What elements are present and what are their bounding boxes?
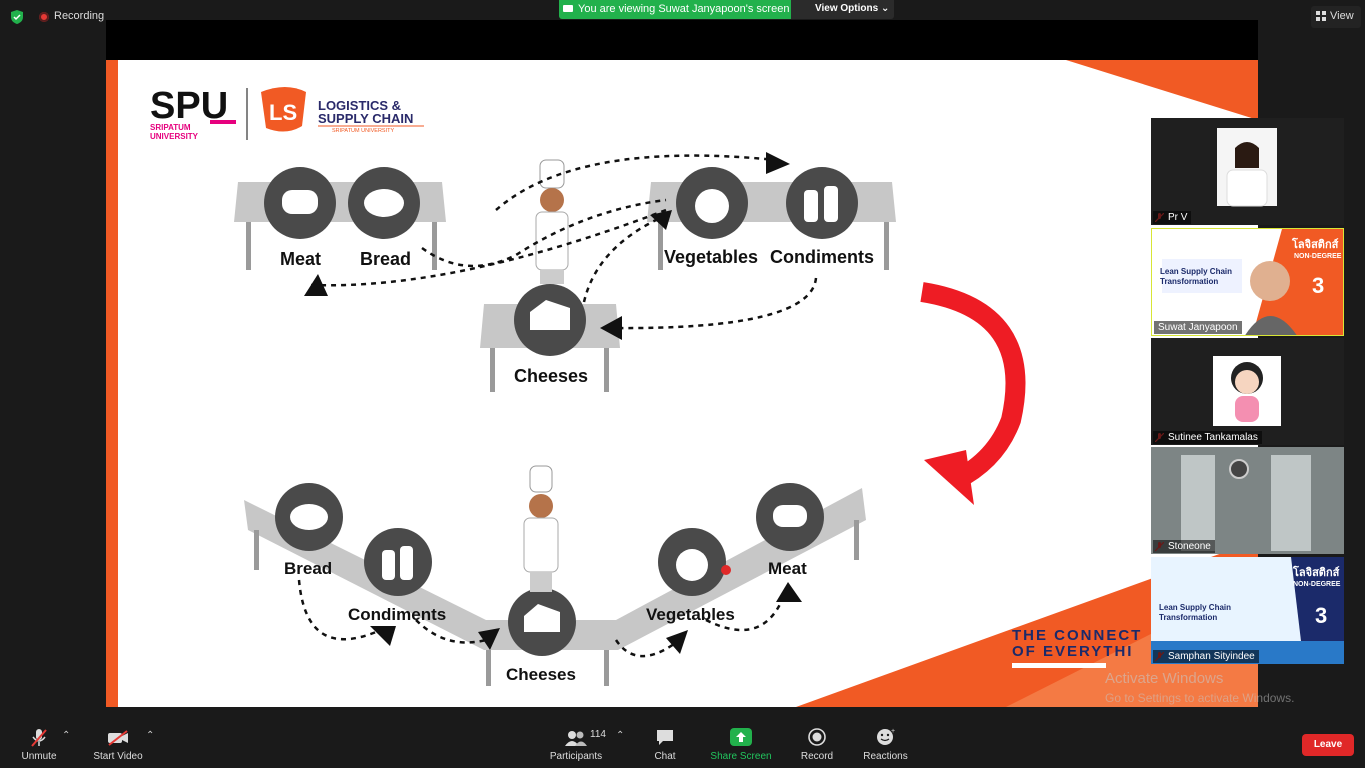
logo-ls-mark xyxy=(261,87,306,132)
activate-windows-subtitle: Go to Settings to activate Windows. xyxy=(1105,691,1295,705)
participant-tile[interactable]: Stoneone xyxy=(1151,447,1344,554)
shared-slide: SPU SRIPATUM UNIVERSITY LS LOGISTICS & S… xyxy=(106,60,1258,707)
participant-avatar-sutinee xyxy=(1151,338,1344,445)
top-label-meat: Meat xyxy=(280,249,321,269)
slide-canvas: SPU SRIPATUM UNIVERSITY LS LOGISTICS & S… xyxy=(106,60,1258,707)
grid-view-icon xyxy=(1316,11,1326,21)
bottom-label-bread: Bread xyxy=(284,559,332,578)
card-title: โลจิสติกส์ xyxy=(1293,567,1340,579)
participant-video-pr-v xyxy=(1151,118,1344,225)
share-screen-icon[interactable] xyxy=(730,728,752,746)
participant-name: Samphan Sityindee xyxy=(1153,650,1259,663)
start-video-button[interactable]: Start Video xyxy=(93,751,143,762)
top-label-bread: Bread xyxy=(360,249,411,269)
top-label-condiments: Condiments xyxy=(770,247,874,267)
card-line1: Lean Supply Chain xyxy=(1159,603,1232,612)
card-subtitle: NON-DEGREE xyxy=(1293,581,1341,588)
record-icon[interactable] xyxy=(808,728,826,746)
participant-tile[interactable]: โลจิสติกส์ NON-DEGREE Lean Supply Chain … xyxy=(1151,557,1344,664)
activate-windows-title: Activate Windows xyxy=(1105,670,1224,687)
card-line1: Lean Supply Chain xyxy=(1160,267,1233,276)
card-number: 3 xyxy=(1315,603,1328,628)
left-edge-accent xyxy=(106,60,118,707)
card-subtitle: NON-DEGREE xyxy=(1294,253,1342,260)
view-label: View xyxy=(1330,10,1354,22)
leave-label: Leave xyxy=(1313,739,1343,750)
record-button[interactable]: Record xyxy=(800,751,834,762)
participant-name: Stoneone xyxy=(1153,540,1215,553)
chat-button[interactable]: Chat xyxy=(654,751,676,762)
card-line2: Transformation xyxy=(1159,613,1218,622)
red-curve-arrow xyxy=(920,282,1026,489)
meeting-toolbar xyxy=(0,722,1365,768)
chat-icon[interactable] xyxy=(656,729,674,746)
chef-top-figure xyxy=(535,159,569,284)
tagline-underline xyxy=(1012,663,1106,668)
participant-video-stoneone xyxy=(1151,447,1344,554)
svg-text:+: + xyxy=(891,728,895,735)
recording-label: Recording xyxy=(54,10,105,22)
bottom-label-vegetables: Vegetables xyxy=(646,605,735,624)
laser-pointer-dot xyxy=(721,565,731,575)
card-line2: Transformation xyxy=(1160,277,1219,286)
condiments-icon xyxy=(786,167,858,239)
mic-muted-icon[interactable] xyxy=(30,728,48,748)
participant-tile[interactable]: Sutinee Tankamalas xyxy=(1151,338,1344,445)
chef-bottom-figure xyxy=(523,465,559,592)
reactions-icon[interactable]: + xyxy=(876,727,896,746)
screen-share-icon xyxy=(563,5,573,12)
logo-ls-line3: SRIPATUM UNIVERSITY xyxy=(332,128,394,134)
participants-chevron-icon[interactable]: ⌃ xyxy=(616,730,625,741)
bottom-condiments-icon xyxy=(364,528,432,596)
chevron-down-icon: ⌄ xyxy=(880,3,890,14)
top-right-accent xyxy=(1066,60,1258,120)
participants-icon[interactable] xyxy=(565,730,587,746)
card-number: 3 xyxy=(1312,273,1325,298)
logo-ls-line2: SUPPLY CHAIN xyxy=(318,111,413,126)
logo-spu-sub1: SRIPATUM xyxy=(150,123,191,132)
mic-options-chevron-icon[interactable]: ⌃ xyxy=(62,730,71,741)
viewing-banner xyxy=(559,0,791,19)
participant-name: Pr V xyxy=(1153,211,1192,224)
bottom-flow-arrows xyxy=(297,579,788,658)
reactions-button[interactable]: Reactions xyxy=(863,751,908,762)
share-screen-button[interactable]: Share Screen xyxy=(710,751,772,762)
video-options-chevron-icon[interactable]: ⌃ xyxy=(146,730,155,741)
participant-name: Sutinee Tankamalas xyxy=(1153,431,1262,444)
leave-button[interactable] xyxy=(1302,734,1354,756)
card-title: โลจิสติกส์ xyxy=(1292,239,1339,251)
bottom-label-meat: Meat xyxy=(768,559,807,578)
participant-tile-active[interactable]: โลจิสติกส์ NON-DEGREE Lean Supply Chain … xyxy=(1151,228,1344,336)
viewing-banner-text: You are viewing Suwat Janyapoon's screen xyxy=(578,3,790,15)
logo-ls-line1: LOGISTICS & xyxy=(318,98,401,113)
recording-icon xyxy=(39,12,49,22)
participants-button[interactable]: Participants xyxy=(549,751,603,762)
tagline-line2: OF EVERYTHI xyxy=(1012,643,1133,660)
video-off-icon[interactable] xyxy=(107,730,129,746)
participant-tile[interactable]: Pr V xyxy=(1151,118,1344,225)
view-options-button[interactable] xyxy=(791,0,894,19)
bottom-label-condiments: Condiments xyxy=(348,605,446,624)
unmute-button[interactable]: Unmute xyxy=(21,751,57,762)
top-label-cheeses: Cheeses xyxy=(514,366,588,386)
participant-video-suwat xyxy=(1152,229,1343,335)
view-options-label: View Options ⌄ xyxy=(815,3,890,14)
participants-count: 114 xyxy=(590,729,606,740)
security-shield-icon[interactable] xyxy=(10,10,24,24)
logo-spu-bar xyxy=(210,120,236,124)
top-label-vegetables: Vegetables xyxy=(664,247,758,267)
bottom-label-cheeses: Cheeses xyxy=(506,665,576,684)
svg-text:LS: LS xyxy=(269,100,297,125)
participant-name: Suwat Janyapoon xyxy=(1154,321,1242,334)
top-flow-arrows xyxy=(310,154,818,330)
tagline-line1: THE CONNECT xyxy=(1012,627,1142,644)
shared-screen-top xyxy=(106,20,1258,60)
logo-spu-sub2: UNIVERSITY xyxy=(150,132,199,141)
